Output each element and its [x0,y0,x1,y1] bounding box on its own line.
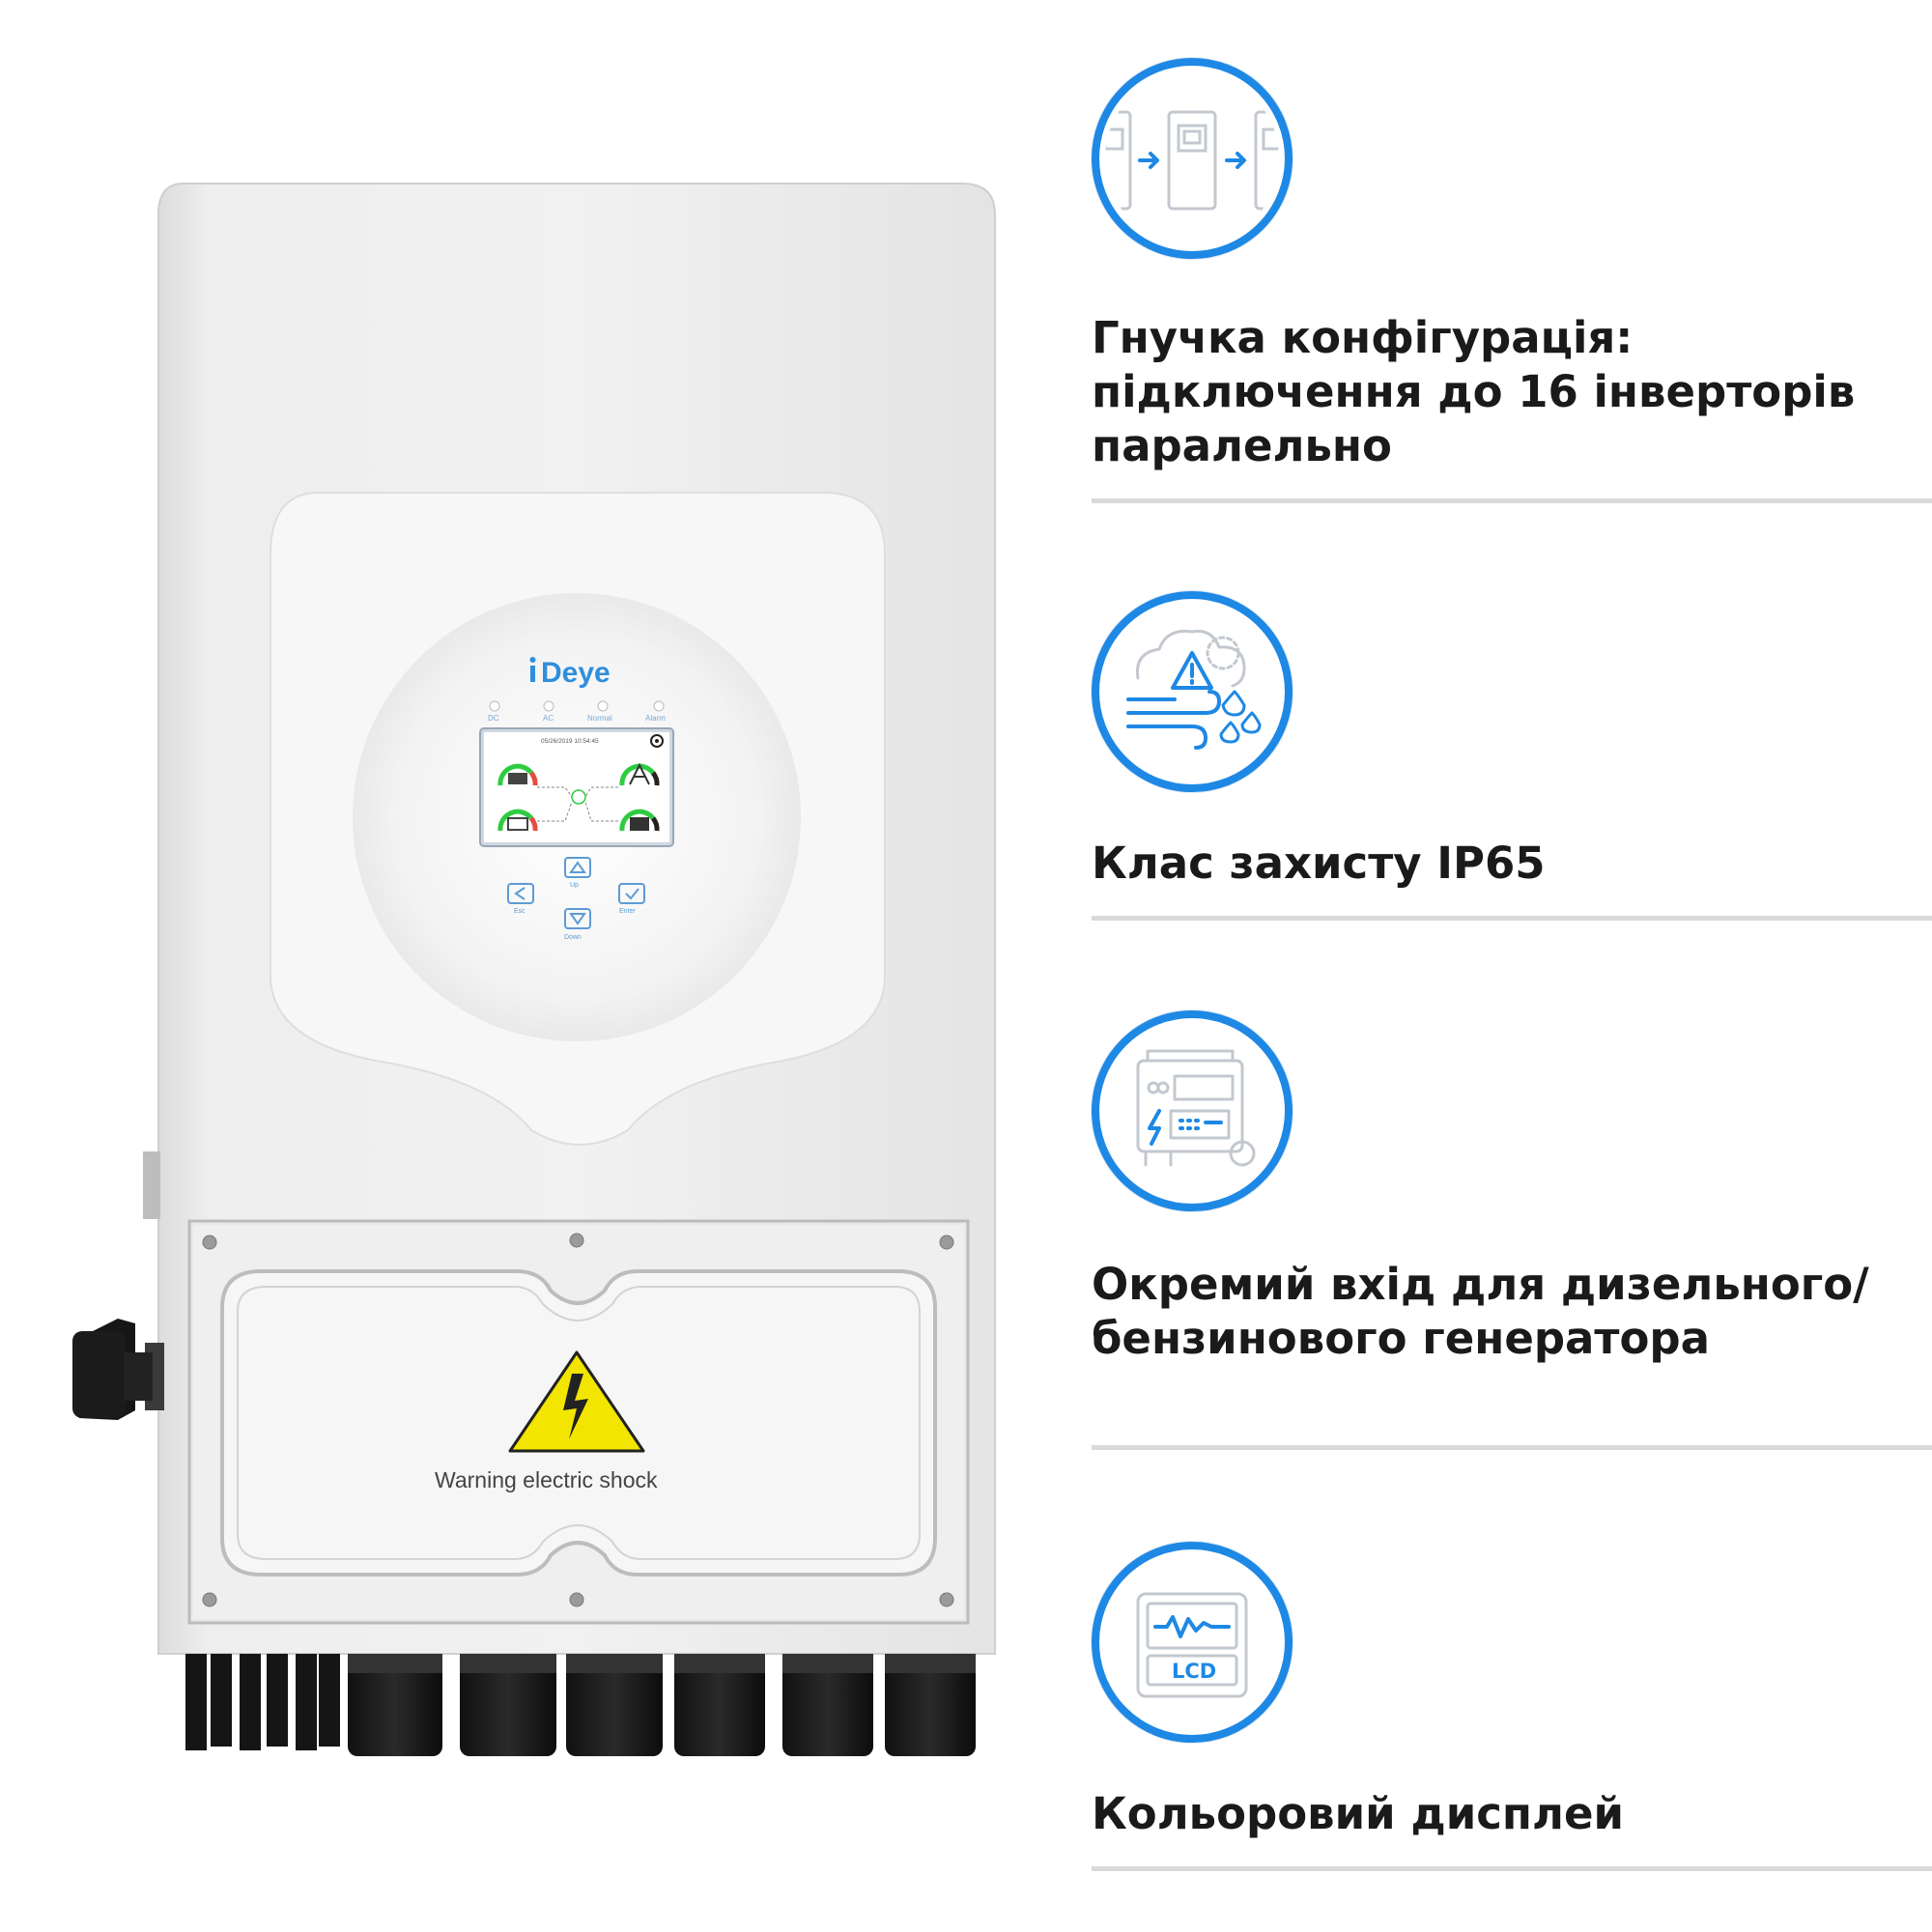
lcd-display-icon: LCD [1092,1542,1293,1743]
button-label-down: Down [564,934,582,941]
generator-icon [1092,1010,1293,1211]
feature-text-parallel: Гнучка конфігурація: підключення до 16 і… [1092,312,1856,471]
feature-divider [1092,1445,1932,1450]
button-label-esc: Esc [514,908,526,915]
button-label-enter: Enter [619,908,636,915]
lcd-icon-label: LCD [1172,1660,1216,1683]
led-label-ac: AC [543,714,554,723]
inverter-product-image: Deye DC AC Normal Alarm 05/26/2019 10:54… [72,183,996,1756]
pv-connectors [185,1654,340,1750]
feature-divider [1092,1866,1932,1871]
dc-switch [72,1151,164,1420]
cable-glands [348,1654,976,1756]
parallel-inverters-icon [1092,58,1293,259]
button-label-up: Up [570,882,579,889]
feature-divider [1092,916,1932,921]
warning-label: Warning electric shock [435,1467,658,1492]
led-label-alarm: Alarm [645,714,666,723]
control-buttons [507,857,645,929]
indicator-leds: DC AC Normal Alarm [488,700,666,723]
screen-gauges [497,763,660,832]
brand-logo: Deye [541,657,611,689]
feature-divider [1092,498,1932,503]
led-label-dc: DC [488,714,499,723]
lcd-screen: 05/26/2019 10:54:45 [479,727,674,847]
led-label-normal: Normal [587,714,612,723]
feature-text-display: Кольоровий дисплей [1092,1788,1625,1839]
high-voltage-warning-icon [508,1350,645,1453]
cover-screws [202,1233,954,1607]
feature-text-generator: Окремий вхід для дизельного/бензинового … [1092,1259,1869,1364]
feature-text-ip65: Клас захисту IP65 [1092,838,1546,889]
screen-datetime: 05/26/2019 10:54:45 [541,738,599,745]
inverter-illustration: Deye DC AC Normal Alarm 05/26/2019 10:54… [72,183,996,1756]
weather-protection-icon [1092,591,1293,792]
